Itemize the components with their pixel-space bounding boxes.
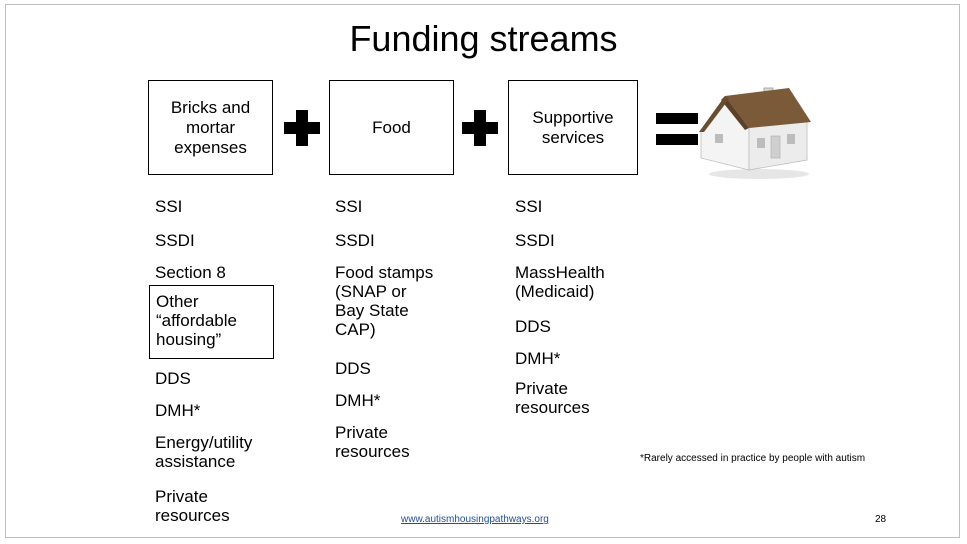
bricks-column: SSI SSDI Section 8 Other “affordable hou… xyxy=(149,197,295,527)
services-column: SSI SSDI MassHealth (Medicaid) DDS DMH* … xyxy=(515,197,655,437)
list-item: SSDI xyxy=(515,231,555,250)
bricks-box-label: Bricks and mortar expenses xyxy=(170,97,251,157)
list-item: SSDI xyxy=(155,231,195,250)
list-item: Food stamps (SNAP or Bay State CAP) xyxy=(335,263,434,339)
food-column: SSI SSDI Food stamps (SNAP or Bay State … xyxy=(335,197,475,477)
list-item: DMH* xyxy=(515,349,561,368)
website-link[interactable]: www.autismhousingpathways.org xyxy=(401,514,549,525)
list-item: DDS xyxy=(515,317,551,336)
page-number: 28 xyxy=(875,514,887,525)
food-box-label: Food xyxy=(372,117,411,137)
bricks-and-mortar-box: Bricks and mortar expenses xyxy=(148,80,273,175)
food-box: Food xyxy=(329,80,454,175)
list-item: SSI xyxy=(335,197,363,216)
equals-icon xyxy=(656,113,698,145)
list-item: MassHealth (Medicaid) xyxy=(515,263,605,301)
list-item: Private resources xyxy=(515,379,590,417)
list-item: SSDI xyxy=(335,231,375,250)
list-item: DDS xyxy=(155,369,191,388)
slide-title: Funding streams xyxy=(349,18,618,59)
slide-frame xyxy=(5,4,960,538)
affordable-housing-box: Other “affordable housing” xyxy=(149,285,274,359)
list-item: Section 8 xyxy=(155,263,226,282)
list-item: DMH* xyxy=(155,401,201,420)
house-icon xyxy=(699,87,811,179)
services-box-label: Supportive services xyxy=(532,107,614,147)
list-item: DDS xyxy=(335,359,371,378)
list-item: SSI xyxy=(515,197,543,216)
list-item: Private resources xyxy=(155,487,230,525)
plus-icon xyxy=(284,110,320,146)
list-item: Energy/utility assistance xyxy=(155,433,253,471)
list-item: Private resources xyxy=(335,423,410,461)
list-item: DMH* xyxy=(335,391,381,410)
supportive-services-box: Supportive services xyxy=(508,80,638,175)
list-item: SSI xyxy=(155,197,183,216)
plus-icon xyxy=(462,110,498,146)
footnote: *Rarely accessed in practice by people w… xyxy=(640,453,866,464)
